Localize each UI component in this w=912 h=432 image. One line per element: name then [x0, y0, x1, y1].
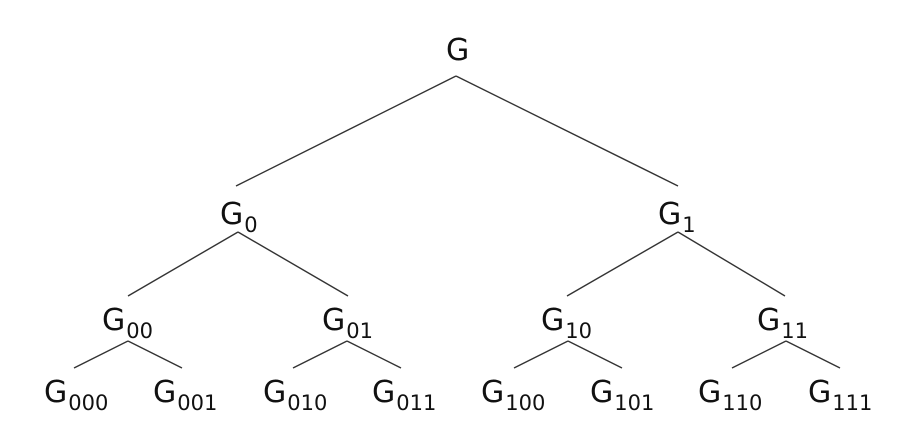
- node-subscript: 0: [244, 213, 257, 237]
- node-g00: G00: [102, 303, 153, 343]
- edge-root-0: [235, 75, 457, 187]
- node-subscript: 101: [614, 391, 654, 415]
- edge-10-101: [567, 340, 623, 369]
- node-g110: G110: [698, 375, 762, 415]
- node-base-symbol: G: [153, 375, 176, 410]
- edge-0-00: [127, 231, 239, 297]
- node-base-symbol: G: [102, 303, 125, 338]
- node-g101: G101: [590, 375, 654, 415]
- edge-01-010: [292, 340, 348, 369]
- node-g111: G111: [808, 375, 872, 415]
- edge-01-011: [346, 340, 402, 369]
- node-base-symbol: G: [757, 303, 780, 338]
- node-subscript: 100: [505, 391, 545, 415]
- edge-00-000: [73, 340, 129, 369]
- node-base-symbol: G: [372, 375, 395, 410]
- edge-11-110: [731, 340, 787, 369]
- edge-1-10: [566, 231, 679, 297]
- node-g011: G011: [372, 375, 436, 415]
- node-g10: G10: [541, 303, 592, 343]
- node-subscript: 111: [832, 391, 872, 415]
- node-base-symbol: G: [808, 375, 831, 410]
- edges-layer: [73, 75, 841, 369]
- node-g11: G11: [757, 303, 808, 343]
- edge-1-11: [677, 231, 786, 297]
- node-g001: G001: [153, 375, 217, 415]
- node-g000: G000: [44, 375, 108, 415]
- node-subscript: 010: [287, 391, 327, 415]
- node-subscript: 011: [396, 391, 436, 415]
- node-base-symbol: G: [322, 303, 345, 338]
- node-root: G: [446, 33, 469, 68]
- node-subscript: 001: [177, 391, 217, 415]
- node-base-symbol: G: [220, 197, 243, 232]
- node-g0: G0: [220, 197, 258, 237]
- node-subscript: 1: [682, 213, 695, 237]
- node-base-symbol: G: [698, 375, 721, 410]
- node-subscript: 01: [346, 319, 373, 343]
- edge-0-01: [237, 231, 349, 297]
- node-base-symbol: G: [541, 303, 564, 338]
- node-g1: G1: [658, 197, 696, 237]
- edge-10-100: [513, 340, 569, 369]
- node-subscript: 11: [781, 319, 808, 343]
- node-subscript: 110: [722, 391, 762, 415]
- edge-00-001: [127, 340, 183, 369]
- edge-root-1: [455, 75, 679, 187]
- node-g01: G01: [322, 303, 373, 343]
- node-base-symbol: G: [481, 375, 504, 410]
- node-base-symbol: G: [263, 375, 286, 410]
- node-base-symbol: G: [590, 375, 613, 410]
- node-base-symbol: G: [44, 375, 67, 410]
- node-subscript: 10: [565, 319, 592, 343]
- node-base-symbol: G: [658, 197, 681, 232]
- node-subscript: 00: [126, 319, 153, 343]
- node-base-symbol: G: [446, 33, 469, 68]
- edge-11-111: [785, 340, 841, 369]
- node-subscript: 000: [68, 391, 108, 415]
- node-g010: G010: [263, 375, 327, 415]
- node-g100: G100: [481, 375, 545, 415]
